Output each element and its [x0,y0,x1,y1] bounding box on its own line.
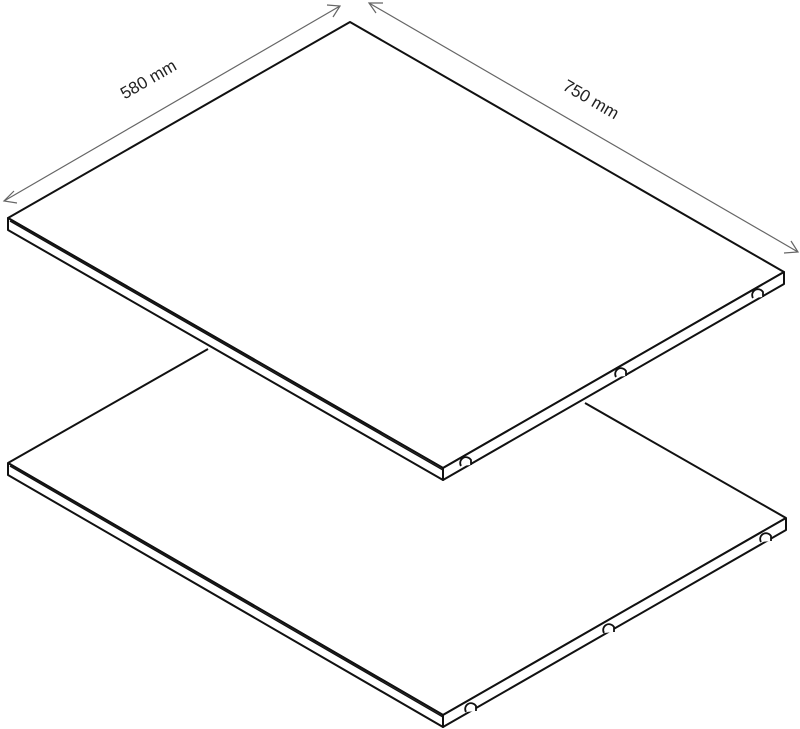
bottom-shelf [7,348,787,728]
top-shelf-notches [459,288,764,467]
width-dimension-line [367,2,800,254]
top-shelf [7,21,785,481]
depth-dimension-line [2,4,342,204]
bottom-shelf-notches [464,532,772,713]
